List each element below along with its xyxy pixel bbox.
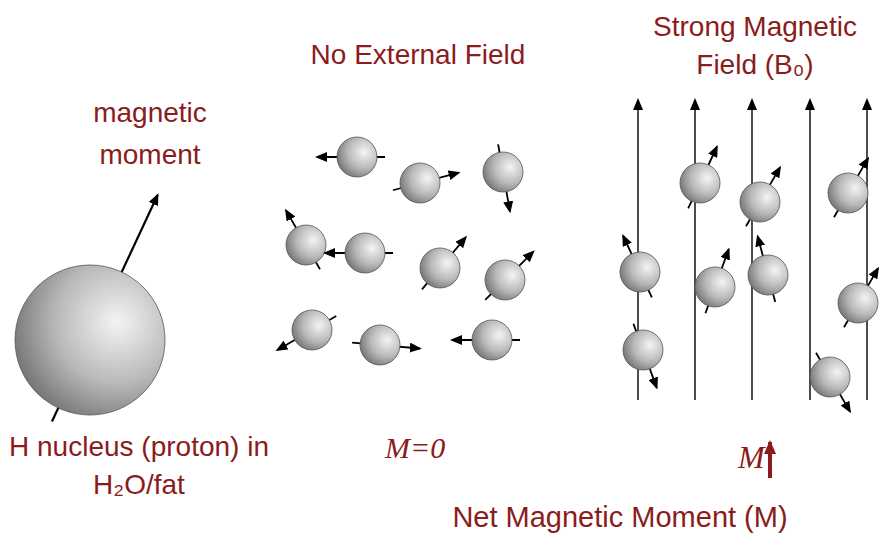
- proton: [620, 236, 660, 298]
- panel-title: Strong Magnetic Field (B₀): [630, 8, 880, 84]
- field-lines: [638, 100, 867, 400]
- proton: [277, 310, 336, 350]
- proton-sphere: [680, 163, 720, 203]
- proton: [485, 252, 533, 300]
- proton: [810, 353, 850, 412]
- proton-sphere: [15, 265, 165, 415]
- panel-title: No External Field: [253, 38, 583, 72]
- proton: [325, 233, 393, 273]
- proton: [748, 236, 788, 302]
- proton-sphere: [838, 283, 878, 323]
- moment-label: magnetic moment: [65, 92, 235, 176]
- proton-sphere: [292, 310, 332, 350]
- proton-sphere: [483, 152, 523, 192]
- proton-spheres: [15, 137, 878, 422]
- proton: [420, 237, 466, 289]
- caption-label: Net Magnetic Moment (M): [360, 500, 880, 535]
- proton-sphere: [740, 182, 780, 222]
- proton: [828, 158, 868, 217]
- proton-sphere: [400, 163, 440, 203]
- proton: [393, 163, 459, 203]
- proton: [286, 210, 326, 269]
- proton-sphere: [360, 325, 400, 365]
- proton-sphere: [695, 267, 735, 307]
- proton-sphere: [472, 320, 512, 360]
- proton: [695, 249, 735, 313]
- proton-sphere: [485, 260, 525, 300]
- net-moment-arrow: [768, 442, 772, 478]
- proton-sphere: [810, 357, 850, 397]
- proton-sphere: [345, 233, 385, 273]
- proton-sphere: [828, 173, 868, 213]
- proton: [15, 195, 165, 422]
- proton: [483, 144, 523, 211]
- field-line: [694, 100, 695, 400]
- proton: [317, 137, 385, 177]
- field-line: [866, 100, 867, 400]
- proton: [452, 320, 520, 360]
- proton-sphere: [420, 248, 460, 288]
- proton-sphere: [337, 137, 377, 177]
- proton: [680, 147, 720, 209]
- field-line: [751, 100, 752, 400]
- proton-sphere: [748, 255, 788, 295]
- proton-sphere: [623, 330, 663, 370]
- nucleus-label: H nucleus (proton) in H₂O/fat: [3, 428, 275, 504]
- magnetization-label: M: [738, 438, 778, 476]
- proton: [352, 325, 420, 365]
- proton: [838, 268, 878, 327]
- proton: [623, 324, 663, 388]
- proton: [740, 167, 780, 226]
- field-line: [809, 100, 810, 400]
- proton-sphere: [620, 252, 660, 292]
- proton-sphere: [286, 225, 326, 265]
- magnetization-label: M=0: [385, 430, 505, 466]
- moment-arrow: [485, 252, 533, 300]
